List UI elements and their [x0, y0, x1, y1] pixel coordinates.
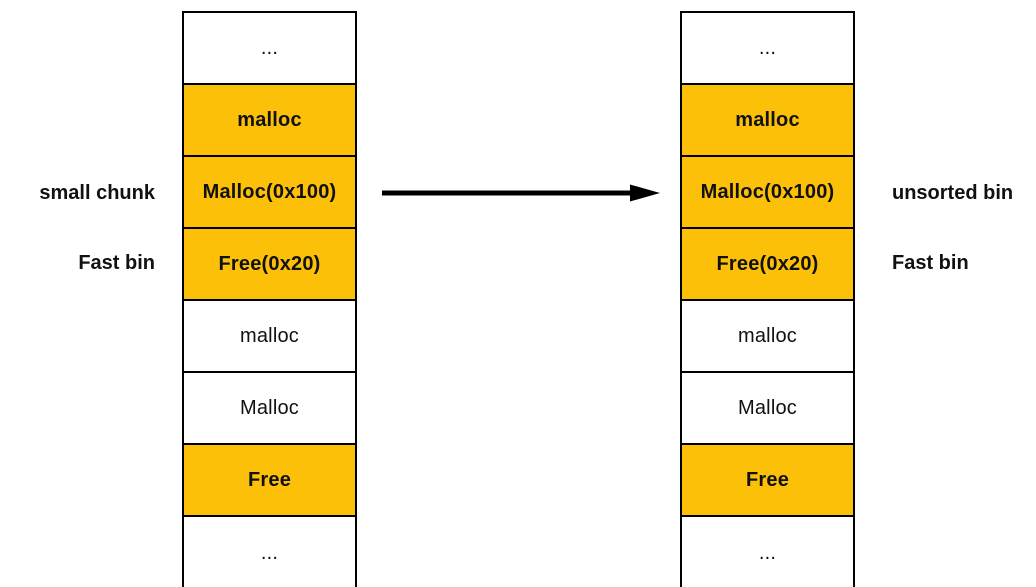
memory-cell-before-4: malloc — [184, 301, 355, 373]
label-fast-bin-left: Fast bin — [78, 252, 155, 274]
memory-cell-after-4: malloc — [682, 301, 853, 373]
memory-cell-before-7: ... — [184, 517, 355, 587]
memory-cell-after-6: Free — [682, 445, 853, 517]
memory-cell-before-5: Malloc — [184, 373, 355, 445]
label-unsorted-bin: unsorted bin — [892, 182, 1014, 204]
memory-cell-after-7: ... — [682, 517, 853, 587]
memory-cell-before-3: Free(0x20) — [184, 229, 355, 301]
arrow-right-icon — [382, 184, 660, 202]
memory-cell-before-0: ... — [184, 13, 355, 85]
memory-cell-after-1: malloc — [682, 85, 853, 157]
memory-cell-after-0: ... — [682, 13, 853, 85]
memory-cell-after-2: Malloc(0x100) — [682, 157, 853, 229]
label-fast-bin-right: Fast bin — [892, 252, 969, 274]
label-small-chunk: small chunk — [39, 182, 155, 204]
memory-cell-before-2: Malloc(0x100) — [184, 157, 355, 229]
transition-arrow — [382, 183, 662, 203]
memory-cell-before-6: Free — [184, 445, 355, 517]
memory-cell-before-1: malloc — [184, 85, 355, 157]
memory-cell-after-5: Malloc — [682, 373, 853, 445]
memory-cell-after-3: Free(0x20) — [682, 229, 853, 301]
